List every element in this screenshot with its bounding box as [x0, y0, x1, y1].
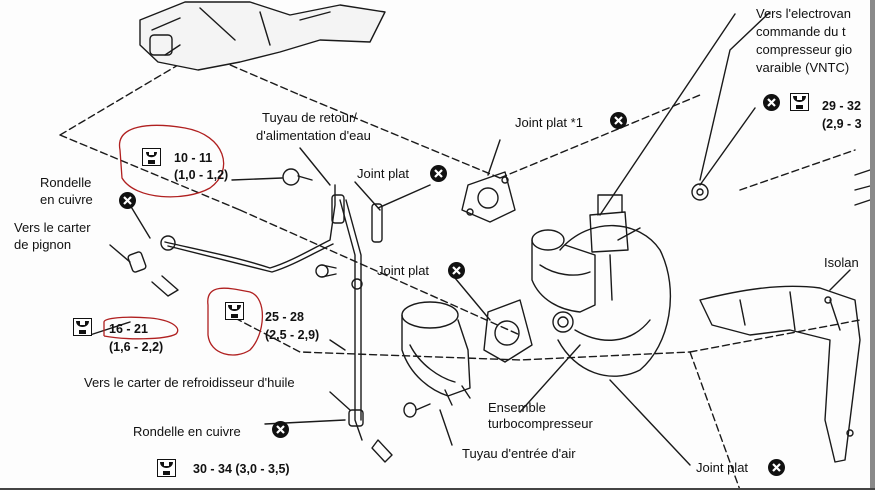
red-circle-2 — [207, 287, 263, 356]
gasket-replace-icon — [610, 112, 627, 129]
gasket-replace-icon — [448, 262, 465, 279]
red-circle-1 — [119, 124, 225, 198]
heat-insulator — [699, 285, 861, 463]
torque-value-3: 25 - 28 — [265, 310, 304, 324]
label-en-cuivre: en cuivre — [40, 192, 93, 207]
gasket-replace-icon — [768, 459, 785, 476]
label-vers-carter-refroidisseur: Vers le carter de refroidisseur d'huile — [84, 375, 295, 390]
turbo-housing — [557, 224, 672, 377]
torque-value-1: 10 - 11 — [174, 151, 213, 165]
gasket-2 — [483, 299, 533, 363]
label-tuyau-entree-air: Tuyau d'entrée d'air — [462, 446, 576, 461]
red-annotations — [103, 124, 263, 356]
torque-value-4: 29 - 32 — [822, 99, 861, 113]
label-rondelle-1: Rondelle — [40, 175, 92, 190]
bottom-border — [0, 488, 875, 490]
red-circle-3 — [103, 316, 179, 340]
label-ensemble: Ensemble — [488, 400, 546, 415]
gasket-replace-icon — [763, 94, 780, 111]
scrollbar-edge[interactable] — [870, 0, 875, 490]
dash-outline-right — [689, 149, 861, 353]
label-tuyau-retour: Tuyau de retour/ — [262, 110, 357, 125]
label-turbocompresseur: turbocompresseur — [488, 416, 593, 431]
label-compresseur: compresseur gio — [756, 42, 853, 57]
label-joint-plat-2: Joint plat — [357, 166, 410, 181]
label-variable: varaible (VNTC) — [756, 60, 850, 75]
label-isolant: Isolan — [824, 255, 859, 270]
label-joint-plat-3: Joint plat — [377, 263, 430, 278]
label-alimentation-eau: d'alimentation d'eau — [256, 128, 371, 143]
water-pipe — [164, 184, 336, 269]
torque-value-2: 16 - 21 — [109, 322, 148, 336]
torque-value-3-kgm: (2,5 - 2,9) — [265, 328, 320, 342]
dash-outline-bottom — [234, 317, 741, 490]
label-vers-electrovanne: Vers l'electrovan — [756, 6, 851, 21]
dash-outline-main — [239, 94, 701, 336]
label-vers-carter: Vers le carter — [14, 220, 91, 235]
copper-washer-replace-icon — [272, 421, 289, 438]
label-rondelle-2: Rondelle en cuivre — [133, 424, 241, 439]
wrench-torque-icon — [790, 93, 809, 111]
wrench-torque-icon — [142, 148, 161, 166]
wrench-torque-icon — [157, 459, 176, 477]
torque-value-4-kgm: (2,9 - 3 — [822, 117, 862, 131]
torque-value-2-kgm: (1,6 - 2,2) — [109, 340, 164, 354]
turbo-compressor — [531, 239, 596, 313]
gasket-replace-icon — [430, 165, 447, 182]
label-joint-plat-4: Joint plat — [696, 460, 749, 475]
copper-washer-replace-icon — [119, 192, 136, 209]
manifold-part — [139, 1, 386, 71]
wrench-torque-icon — [73, 318, 92, 336]
torque-value-1-kgm: (1,0 - 1,2) — [174, 168, 229, 182]
label-joint-plat-1: Joint plat *1 — [515, 115, 583, 130]
leader-lines — [89, 11, 851, 466]
gasket-1 — [461, 171, 516, 223]
label-de-pignon: de pignon — [14, 237, 72, 252]
intake-elbow — [401, 314, 471, 397]
label-commande: commande du t — [756, 24, 846, 39]
wrench-torque-icon — [225, 302, 244, 320]
torque-value-5: 30 - 34 (3,0 - 3,5) — [193, 462, 290, 476]
